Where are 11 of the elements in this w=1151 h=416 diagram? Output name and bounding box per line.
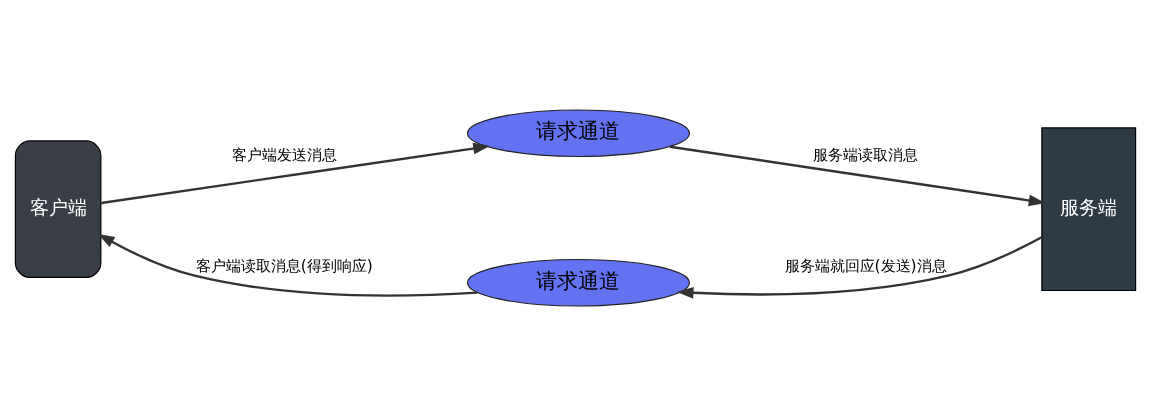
arrow [676,236,1043,299]
arrow [97,233,478,297]
edge-label: 服务端就回应(发送)消息 [784,257,947,276]
node-box: 服务端 [1041,127,1137,292]
node-box: 客户端 [14,140,102,278]
arrow [669,145,1046,207]
edge-label: 服务端读取消息 [813,145,919,164]
arrow [101,142,490,205]
edge-label: 客户端发送消息 [231,145,337,164]
edge-label: 客户端读取消息(得到响应) [195,257,373,276]
node-ellipse: 请求通道 [466,258,690,307]
